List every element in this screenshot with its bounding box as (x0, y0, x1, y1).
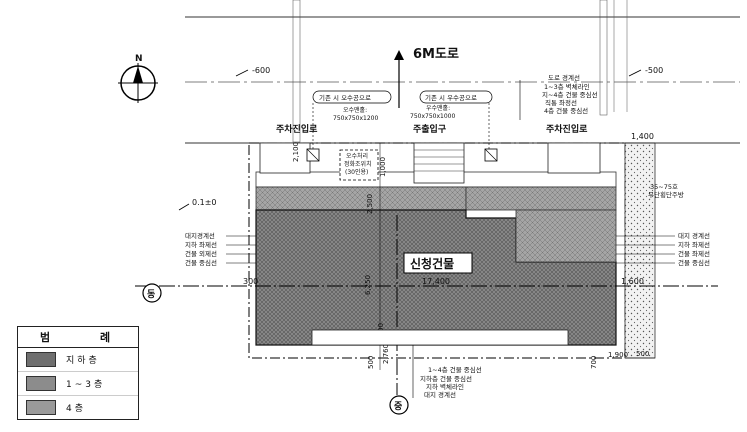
parking-entry-right-label: 주차진입로 (546, 123, 588, 135)
legend-box: 범 례 지하층 1~3층 4층 (17, 326, 139, 420)
bottom-note-4: 대지 경계선 (424, 390, 456, 399)
dim-bottom-1900: 1,900 (608, 351, 628, 359)
right-side-labels: 대지 경계선 지하 좌제선 건물 좌제선 건물 중심선 (616, 231, 710, 267)
dim-bottom-700: 700 (590, 356, 598, 369)
building-label: 신청건물 (410, 256, 454, 271)
right-note-5: 4층 건물 중심선 (544, 106, 588, 115)
bottom-notes: 1~4층 건물 중심선 지하층 건물 중심선 지하 벽체라인 대지 경계선 (412, 345, 482, 399)
legend-swatch-floor-4 (26, 400, 56, 415)
legend-title-a: 범 (39, 331, 57, 344)
legend-label-basement: 지하층 (66, 356, 100, 366)
bottom-note-3: 지하 벽체라인 (426, 382, 464, 391)
left-label-1: 대지경계선 (185, 231, 215, 240)
sewer-left-size: 750x750x1200 (333, 115, 378, 122)
road-label: 6M도로 (413, 47, 459, 62)
road-arrow (394, 50, 404, 60)
dim-v-2760: 2,760 (382, 344, 390, 364)
dim-right-offset: 1,600 (621, 277, 644, 286)
axis-marker-horizontal-label: 동 (147, 289, 155, 300)
left-label-3: 건물 외제선 (185, 249, 217, 258)
dim-v-2500: 2,500 (366, 194, 374, 214)
septic-label-2: 정화조위치 (344, 160, 372, 168)
building-label-box (403, 252, 473, 274)
north-label: N (135, 54, 143, 64)
dim-v-2100: 2,100 (292, 142, 300, 162)
septic-label-3: (30인용) (345, 169, 368, 176)
dim-top-right: 1,400 (631, 132, 654, 141)
parking-right (547, 142, 601, 174)
legend-item: 1~3층 (18, 372, 138, 396)
bottom-note-1: 1~4층 건물 중심선 (428, 365, 482, 374)
level-right: -500 (645, 66, 663, 75)
septic-tank (339, 149, 379, 181)
left-label-2: 지하 좌제선 (185, 240, 217, 249)
main-entrance-label: 주출입구 (413, 123, 446, 135)
parking-entry-left-label: 주차진입로 (276, 123, 318, 135)
sewer-left-title: 기존 시 오수공으로 (319, 93, 371, 102)
north-arrow-icon: N (118, 54, 158, 103)
sewer-left-spec: 오수맨홀: (343, 106, 367, 114)
left-side-labels: 대지경계선 지하 좌제선 건물 외제선 건물 중심선 (185, 231, 256, 267)
right-label-1: 대지 경계선 (678, 231, 710, 240)
landscape-strip (624, 142, 656, 359)
sewer-right-spec: 우수맨홀: (426, 104, 450, 112)
legend-item: 지하층 (18, 348, 138, 372)
level-ground: 0.1±0 (192, 198, 217, 207)
right-label-3: 건물 좌제선 (678, 249, 710, 258)
legend-swatch-floors-1-3 (26, 376, 56, 391)
axis-marker-horizontal (142, 283, 162, 303)
right-label-4: 건물 중심선 (678, 258, 710, 267)
entrance-stair (413, 142, 465, 184)
septic-label-1: 오수처리 (346, 152, 368, 160)
level-left: -600 (252, 66, 270, 75)
dim-left-offset: 300 (243, 277, 258, 286)
left-label-4: 건물 중심선 (185, 258, 217, 267)
right-note-1: 도로 경계선 (548, 73, 580, 82)
right-label-2: 지하 좌제선 (678, 240, 710, 249)
dim-bottom-right: 500 (636, 350, 649, 358)
sewer-right-title: 기존 시 우수공으로 (425, 93, 477, 102)
sewer-right-size: 750x750x1000 (410, 113, 455, 120)
legend-label-floors-1-3: 1~3층 (66, 380, 106, 390)
axis-marker-vertical-label: 중 (394, 401, 402, 412)
dim-v-1000: 1,000 (379, 157, 387, 177)
legend-header: 범 례 (18, 327, 138, 348)
landscape-label-1: 35~75호 (650, 183, 678, 191)
parking-left (259, 142, 311, 174)
bottom-note-2: 지하층 건물 중심선 (420, 374, 472, 383)
legend-item: 4층 (18, 396, 138, 419)
bottom-inset (311, 329, 569, 346)
right-note-4: 직통 좌정선 (545, 98, 577, 107)
right-notes: 도로 경계선 1~3층 벽체라인 지~4층 건물 중심선 직통 좌정선 4층 건… (519, 73, 598, 120)
dim-total-width: 17,400 (422, 277, 450, 286)
legend-swatch-basement (26, 352, 56, 367)
right-note-3: 지~4층 건물 중심선 (542, 90, 598, 99)
legend-label-floor-4: 4층 (66, 404, 87, 414)
right-note-2: 1~3층 벽체라인 (544, 82, 590, 91)
landscape-label-2: 무단횡단주방 (648, 190, 684, 199)
dim-v-500: 500 (367, 356, 375, 369)
legend-title-b: 례 (99, 331, 117, 344)
dim-v-6250: 6,250 (364, 275, 372, 295)
axis-marker-vertical (389, 395, 409, 415)
